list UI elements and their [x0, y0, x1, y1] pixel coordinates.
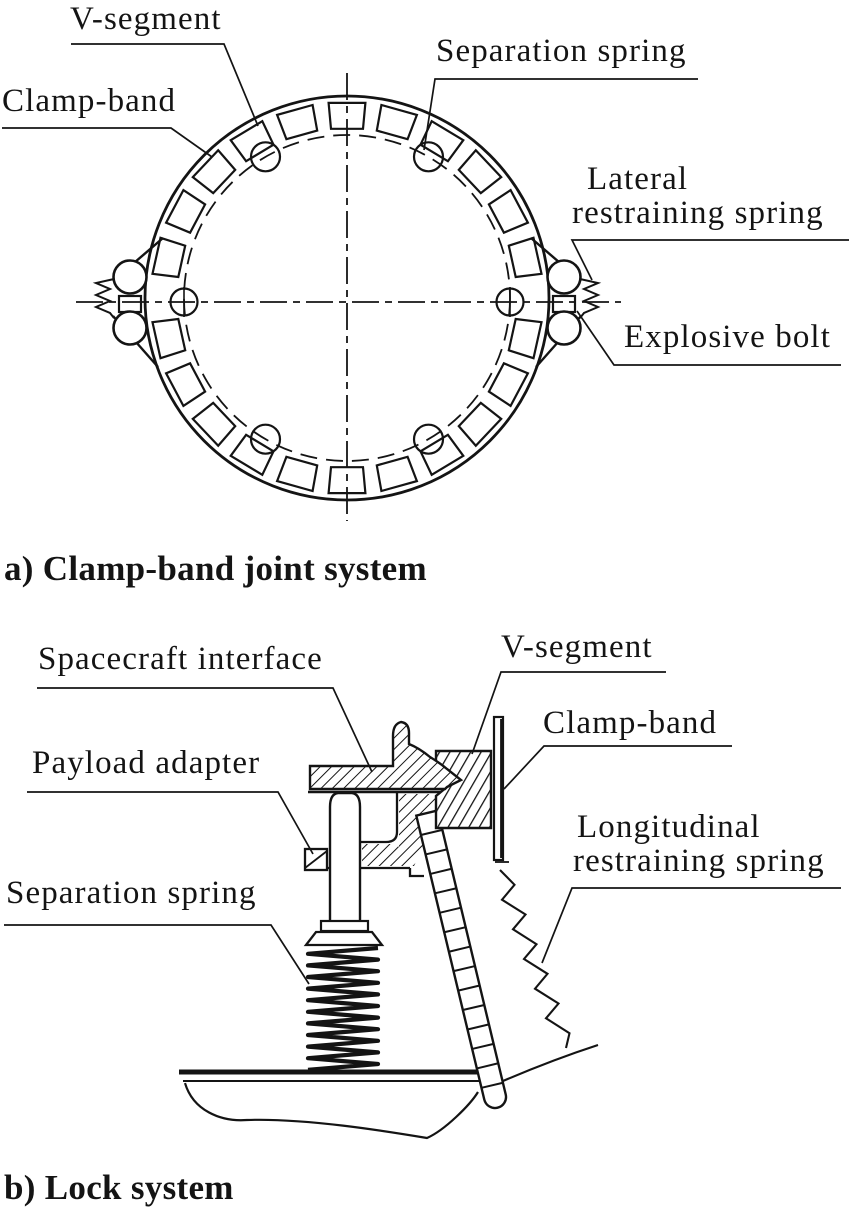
- clamp-band-ring-drawing: [2, 43, 849, 521]
- figure-b-leader-lines: [4, 671, 841, 985]
- lock-assembly-right: [530, 237, 602, 368]
- clamp-band-strip: [492, 715, 505, 862]
- label-longitudinal-spring-line1: Longitudinal: [577, 809, 761, 845]
- label-clamp-band-b: Clamp-band: [543, 705, 718, 741]
- stud-cap: [319, 919, 370, 933]
- label-v-segment-a: V-segment: [70, 1, 222, 37]
- adapter-hatch-wedge: [362, 844, 410, 866]
- figure-a-leader-lines: [2, 43, 849, 366]
- separation-spring-coil: [305, 945, 381, 1072]
- label-explosive-bolt: Explosive bolt: [624, 319, 831, 355]
- lateral-restraining-spring-zigzag: [579, 278, 602, 319]
- caption-figure-a: a) Clamp-band joint system: [4, 549, 427, 588]
- label-separation-spring-a: Separation spring: [436, 33, 687, 69]
- explosive-bolt-body: [551, 294, 577, 314]
- spring-anchor-arc: [502, 1044, 599, 1082]
- label-longitudinal-spring-line2: restraining spring: [573, 843, 825, 879]
- spring-top-cap: [303, 930, 385, 947]
- label-lateral-spring-line2: restraining spring: [572, 195, 824, 231]
- adapter-bracket: [361, 792, 399, 844]
- spacecraft-interface-flange: [308, 720, 464, 791]
- longitudinal-restraining-spring-zigzag: [499, 869, 571, 1049]
- separation-spring-holes: [249, 141, 445, 455]
- v-segments-ring: [151, 101, 543, 495]
- label-v-segment-b: V-segment: [501, 629, 653, 665]
- lock-roller-upper: [546, 259, 582, 295]
- separation-spring-stud: [328, 791, 362, 924]
- label-clamp-band-a: Clamp-band: [2, 83, 177, 119]
- caption-figure-b: b) Lock system: [4, 1168, 234, 1207]
- lock-system-drawing: [4, 671, 841, 1140]
- lock-lever-rungs: [421, 829, 503, 1089]
- label-separation-spring-b: Separation spring: [6, 875, 257, 911]
- lock-lever: [414, 808, 508, 1110]
- label-payload-adapter: Payload adapter: [32, 745, 261, 781]
- lower-structure-outline: [183, 1082, 479, 1140]
- label-lateral-spring-line1: Lateral: [587, 161, 689, 197]
- lock-roller-lower: [546, 310, 582, 346]
- label-spacecraft-interface: Spacecraft interface: [38, 641, 323, 677]
